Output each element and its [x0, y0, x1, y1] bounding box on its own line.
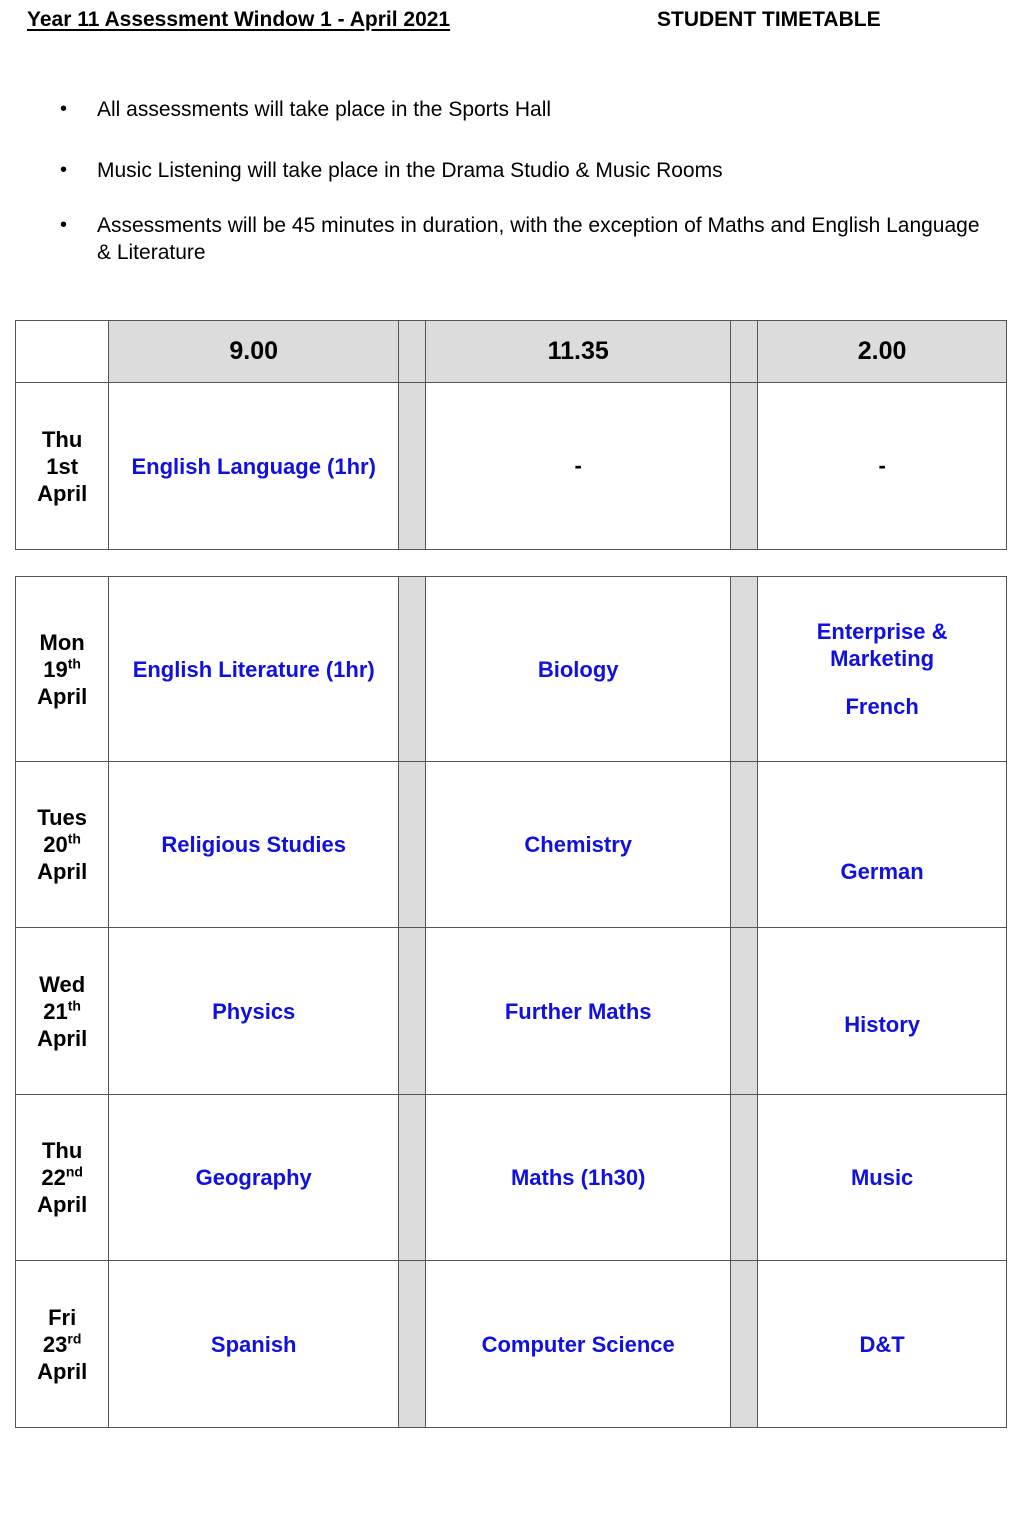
gap-cell — [398, 1260, 427, 1428]
document-type-label: STUDENT TIMETABLE — [657, 8, 881, 31]
day-date: 22nd — [41, 1163, 83, 1190]
table-row: Thu 22nd April Geography Maths (1h30) Mu… — [14, 1094, 1007, 1261]
table-row: Wed 21th April Physics Further Maths His… — [14, 927, 1007, 1095]
subject-slot-3a: Enterprise & Marketing — [816, 619, 948, 671]
table-row: Fri 23rd April Spanish Computer Science … — [14, 1260, 1007, 1428]
subject-slot-2: Chemistry — [425, 761, 732, 928]
gap-cell — [730, 1260, 759, 1428]
gap-cell — [398, 1094, 427, 1261]
gap-cell — [730, 576, 759, 762]
day-month: April — [37, 683, 88, 709]
day-cell: Wed 21th April — [14, 927, 110, 1095]
gap-cell — [398, 320, 427, 383]
day-cell: Thu 1st April — [14, 382, 110, 550]
day-month: April — [37, 859, 88, 884]
subject-slot-1: English Language (1hr) — [108, 382, 400, 550]
day-date: 23rd — [42, 1330, 82, 1357]
timetable-week-1: 9.00 11.35 2.00 Thu 1st April English La… — [14, 320, 1007, 550]
subject-slot-2: Biology — [425, 576, 732, 762]
table-row: Thu 1st April English Language (1hr) - - — [14, 382, 1007, 550]
subject-slot-1: Religious Studies — [108, 761, 400, 928]
day-name: Wed — [39, 971, 86, 997]
day-cell: Mon 19th April — [14, 576, 110, 762]
notes-list: All assessments will take place in the S… — [60, 96, 990, 266]
subject-slot-3: D&T — [757, 1260, 1007, 1428]
day-name: Mon — [39, 629, 85, 655]
subject-slot-3b: History — [844, 1012, 921, 1037]
time-header-row: 9.00 11.35 2.00 — [14, 320, 1007, 383]
gap-cell — [730, 761, 759, 928]
gap-cell — [730, 927, 759, 1095]
document-title: Year 11 Assessment Window 1 - April 2021 — [27, 8, 451, 31]
gap-cell — [730, 320, 759, 383]
subject-slot-3: History — [757, 927, 1007, 1095]
day-cell: Tues 20th April — [14, 761, 110, 928]
subject-slot-1: Physics — [108, 927, 400, 1095]
subject-slot-3: Music — [757, 1094, 1007, 1261]
subject-slot-2: - — [425, 382, 732, 550]
day-month: April — [37, 1192, 88, 1217]
gap-cell — [398, 761, 427, 928]
day-name: Thu — [41, 426, 83, 452]
day-date: 19th — [43, 655, 81, 682]
subject-slot-2: Further Maths — [425, 927, 732, 1095]
subject-slot-1: Geography — [108, 1094, 400, 1261]
gap-cell — [730, 382, 759, 550]
table-row: Mon 19th April English Literature (1hr) … — [14, 576, 1007, 762]
day-month: April — [37, 1358, 88, 1384]
day-name: Fri — [48, 1304, 77, 1330]
subject-slot-1: English Literature (1hr) — [108, 576, 400, 762]
gap-cell — [398, 576, 427, 762]
subject-slot-3: Enterprise & Marketing French — [757, 576, 1007, 762]
subject-slot-1: Spanish — [108, 1260, 400, 1428]
time-slot-3: 2.00 — [757, 320, 1007, 383]
subject-slot-2: Maths (1h30) — [425, 1094, 732, 1261]
subject-slot-3: - — [757, 382, 1007, 550]
blank-corner-cell — [14, 320, 110, 383]
day-date: 1st — [46, 453, 79, 479]
subject-slot-2: Computer Science — [425, 1260, 732, 1428]
day-cell: Thu 22nd April — [14, 1094, 110, 1261]
table-row: Tues 20th April Religious Studies Chemis… — [14, 761, 1007, 928]
day-cell: Fri 23rd April — [14, 1260, 110, 1428]
day-date: 21th — [43, 997, 81, 1024]
page-header: Year 11 Assessment Window 1 - April 2021… — [27, 8, 987, 38]
timetable-week-2: Mon 19th April English Literature (1hr) … — [14, 576, 1007, 1428]
day-name: Tues — [37, 805, 87, 830]
day-month: April — [37, 1025, 88, 1051]
subject-slot-3: German — [757, 761, 1007, 928]
day-month: April — [37, 480, 88, 506]
gap-cell — [398, 927, 427, 1095]
time-slot-2: 11.35 — [425, 320, 732, 383]
note-item: All assessments will take place in the S… — [60, 96, 990, 157]
subject-slot-3b: French — [845, 694, 919, 719]
day-name: Thu — [41, 1138, 83, 1163]
note-item: Music Listening will take place in the D… — [60, 157, 990, 212]
subject-slot-3b: German — [840, 859, 924, 884]
day-date: 20th — [43, 830, 81, 857]
gap-cell — [730, 1094, 759, 1261]
note-item: Assessments will be 45 minutes in durati… — [60, 212, 990, 266]
gap-cell — [398, 382, 427, 550]
time-slot-1: 9.00 — [108, 320, 400, 383]
